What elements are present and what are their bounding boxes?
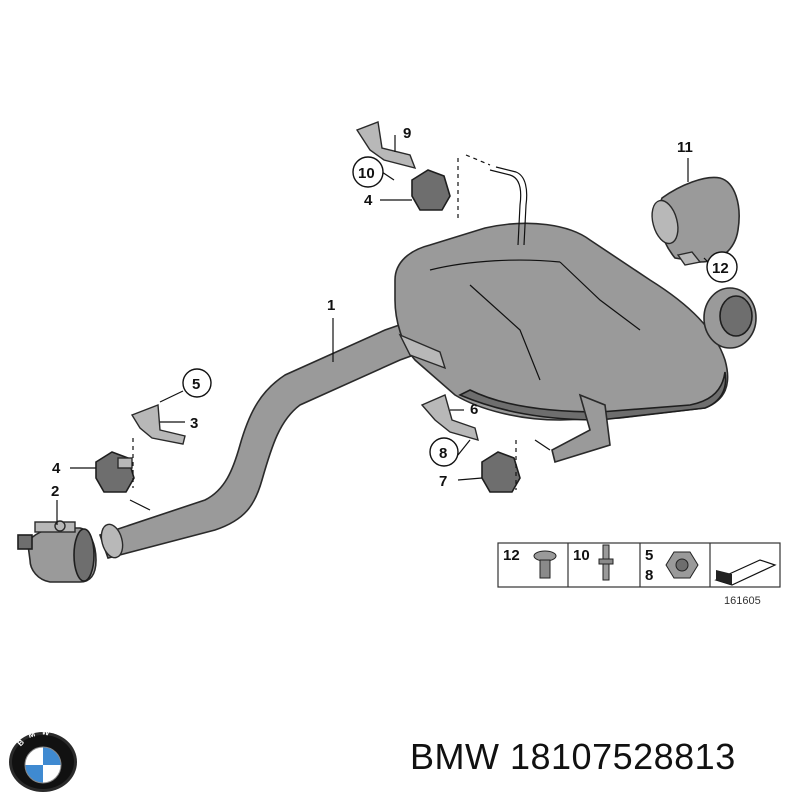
gasket-strip-icon [714, 559, 777, 586]
callout-11: 11 [677, 139, 693, 156]
callout-9: 9 [403, 125, 411, 142]
leader-10 [381, 171, 395, 181]
callout-1: 1 [327, 297, 335, 314]
legend-label-10: 10 [573, 547, 590, 564]
front-hanger-assembly [95, 404, 186, 511]
callout-8: 8 [439, 445, 447, 462]
callout-12: 12 [712, 260, 729, 277]
intermediate-pipe [98, 321, 424, 559]
leader-8 [457, 439, 471, 456]
callout-5: 5 [192, 376, 200, 393]
leader-7 [457, 477, 483, 481]
legend-label-12: 12 [503, 547, 520, 564]
callout-6: 6 [470, 401, 478, 418]
callout-2: 2 [51, 483, 59, 500]
hex-nut-icon [665, 551, 699, 579]
callout-4-top: 4 [364, 192, 373, 209]
callout-7: 7 [439, 473, 447, 490]
rear-silencer [394, 166, 757, 464]
stud-bolt-icon [598, 544, 614, 581]
top-hanger-assembly [355, 121, 491, 220]
callout-10: 10 [358, 165, 375, 182]
legend-label-8: 8 [645, 567, 653, 584]
part-number-caption: BMW 18107528813 [410, 736, 736, 777]
exhaust-tip-trim [651, 176, 740, 266]
leader-5 [159, 390, 184, 403]
fastener-legend: 12 10 5 8 161605 [497, 542, 781, 607]
pipe-clamp [17, 520, 97, 583]
figure-id: 161605 [724, 595, 761, 607]
callout-3: 3 [190, 415, 198, 432]
callout-4-front: 4 [52, 460, 61, 477]
flat-head-screw-icon [533, 550, 557, 579]
rear-hanger-assembly [420, 394, 551, 493]
bmw-roundel-logo: BMW [9, 728, 77, 792]
legend-label-5: 5 [645, 547, 653, 564]
